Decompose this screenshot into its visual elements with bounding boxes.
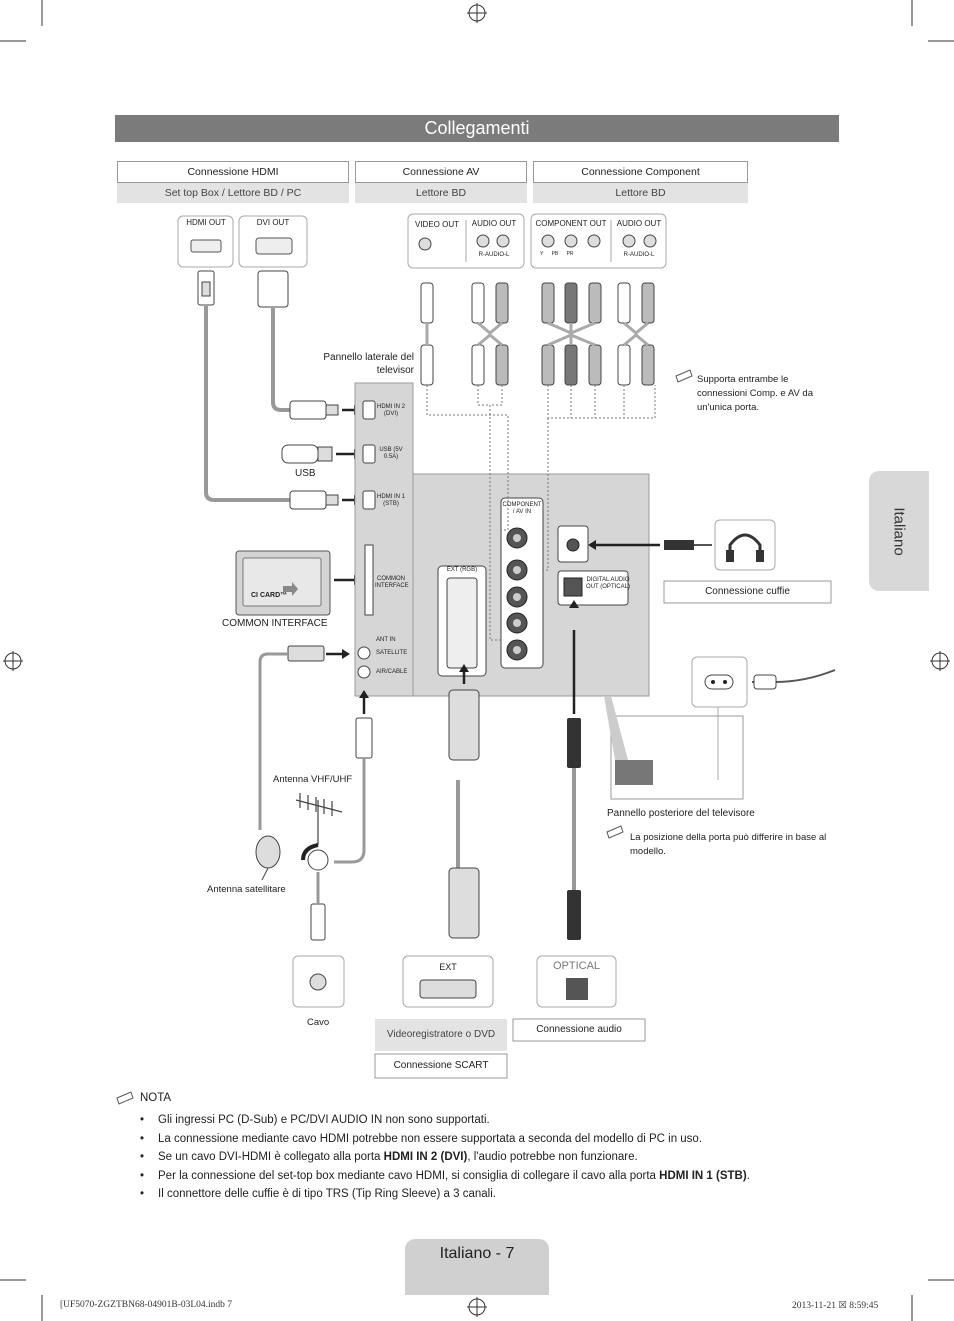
common-interface-label: COMMON INTERFACE — [222, 618, 328, 629]
page-number: Italiano - 7 — [405, 1239, 549, 1295]
rear-panel-label: Pannello posteriore del televisore — [607, 808, 755, 819]
video-out-jack — [418, 237, 432, 251]
port-position-note: La posizione della porta può differire i… — [630, 832, 827, 857]
usb-stick-icon — [281, 444, 319, 464]
ant-in-label: ANT IN — [376, 637, 396, 643]
note-icon — [606, 825, 624, 839]
headphone-connection-label: Connessione cuffie — [705, 586, 790, 597]
hdmi-connection-header: Connessione HDMI — [117, 161, 349, 183]
note-item: Gli ingressi PC (D-Sub) e PC/DVI AUDIO I… — [140, 1111, 860, 1130]
side-panel-label: Pannello laterale del televisor — [323, 352, 414, 376]
hdmi-out-label: HDMI OUT — [186, 218, 226, 227]
satellite-antenna-label: Antenna satellitare — [207, 884, 286, 895]
note-item: Se un cavo DVI-HDMI è collegato alla por… — [140, 1148, 860, 1167]
note-item: La connessione mediante cavo HDMI potreb… — [140, 1130, 860, 1149]
notes-list: Gli ingressi PC (D-Sub) e PC/DVI AUDIO I… — [140, 1111, 860, 1204]
ext-rgb-label: EXT (RGB) — [446, 567, 478, 573]
hdmi-in-2-label: HDMI IN 2 (DVI) — [376, 404, 405, 417]
language-tab — [869, 471, 929, 591]
usb-label: USB — [295, 468, 316, 479]
vhf-uhf-antenna-label: Antenna VHF/UHF — [273, 774, 353, 785]
ext-device-label: EXT — [439, 962, 457, 972]
video-out-label: VIDEO OUT — [414, 220, 459, 229]
note-icon — [116, 1091, 134, 1105]
vcr-dvd-label: Videoregistratore o DVD — [386, 1029, 496, 1040]
y-pb-pr-label: Y PB PR — [540, 251, 574, 257]
footer-file: [UF5070-ZGZTBN68-04901B-03L04.indb 7 — [60, 1300, 233, 1310]
av-connection-header: Connessione AV — [355, 161, 527, 183]
component-av-in-label: COMPONENT / AV IN — [502, 502, 542, 515]
audio-out-label: AUDIO OUT — [471, 219, 517, 228]
audio-out-label: AUDIO OUT — [616, 219, 662, 228]
note-icon — [675, 369, 693, 383]
digital-audio-out-label: DIGITAL AUDIO OUT (OPTICAL) — [586, 577, 630, 590]
air-cable-port-label: AIR/CABLE — [376, 669, 408, 675]
r-audio-l-label: R-AUDIO-L — [623, 252, 655, 258]
notes-heading: NOTA — [140, 1092, 172, 1104]
note-item: Per la connessione del set-top box media… — [140, 1167, 860, 1186]
hdmi-in-1-label: HDMI IN 1 (STB) — [376, 494, 405, 507]
usb-port-label: USB (5V 0.5A) — [379, 447, 403, 460]
common-interface-port-label: COMMON INTERFACE — [375, 576, 409, 589]
footer-timestamp: 2013-11-21 ☒ 8:59:45 — [792, 1301, 879, 1311]
av-devices-label: Lettore BD — [355, 183, 527, 203]
vhf-uhf-antenna-icon — [295, 793, 343, 845]
supports-both-note: Supporta entrambe le connessioni Comp. e… — [697, 374, 814, 413]
r-audio-l-label: R-AUDIO-L — [478, 252, 510, 258]
note-item: Il connettore delle cuffie è di tipo TRS… — [140, 1185, 860, 1204]
dvi-port-icon — [255, 237, 293, 255]
hdmi-port-icon — [190, 239, 222, 253]
component-devices-label: Lettore BD — [533, 183, 748, 203]
ci-card-label: CI CARD™ — [251, 592, 288, 599]
component-connection-header: Connessione Component — [533, 161, 748, 183]
dvi-out-label: DVI OUT — [256, 218, 290, 227]
scart-connection-label: Connessione SCART — [393, 1060, 489, 1071]
page-title: Collegamenti — [115, 115, 839, 142]
hdmi-devices-label: Set top Box / Lettore BD / PC — [117, 183, 349, 203]
optical-device-label: OPTICAL — [552, 960, 601, 972]
satellite-dish-icon — [255, 835, 281, 869]
cable-label: Cavo — [307, 1017, 330, 1028]
component-out-label: COMPONENT OUT — [535, 219, 607, 228]
side-panel — [354, 382, 414, 697]
satellite-port-label: SATELLITE — [376, 650, 408, 656]
audio-connection-label: Connessione audio — [536, 1024, 622, 1035]
